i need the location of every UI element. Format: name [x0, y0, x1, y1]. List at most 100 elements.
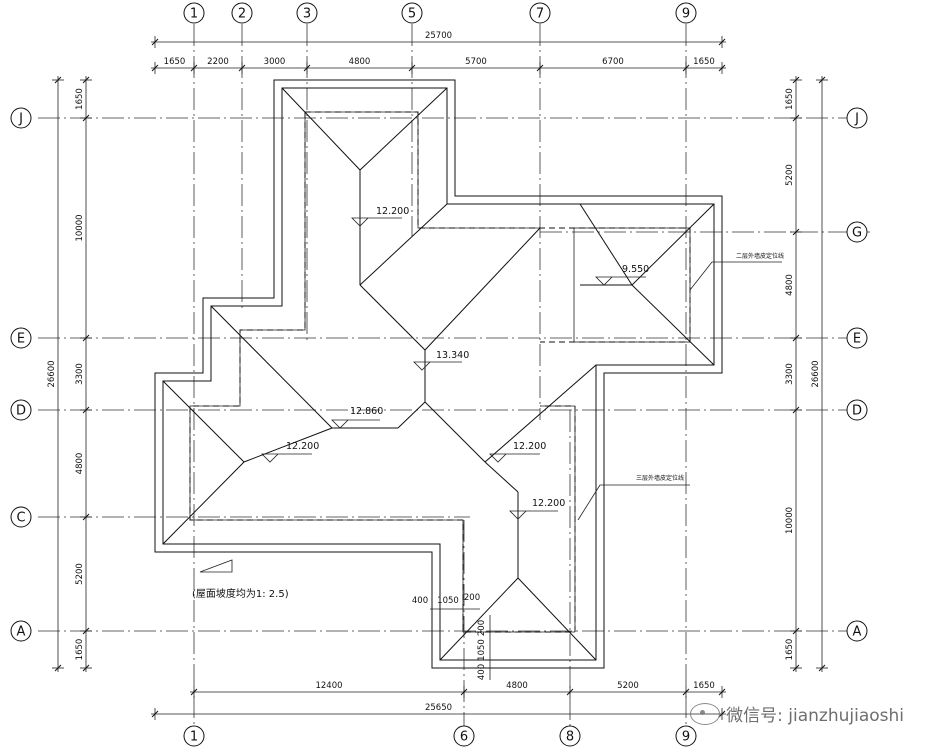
left-total-dimension: 26600 [47, 76, 64, 672]
annotation-notes: 二层外墙皮定位线 三层外墙皮定位线 (屋面坡度均为1: 2.5) [192, 252, 784, 600]
axis-bubble-right-g: G [846, 221, 868, 243]
dim-label: 1650 [75, 639, 85, 661]
dim-label: 1650 [693, 681, 715, 691]
elevation-label: 9.550 [622, 264, 649, 275]
axis-label: D [16, 404, 26, 419]
dim-label: 1650 [693, 57, 715, 67]
axis-label: J [854, 112, 859, 127]
dim-label: 10000 [785, 507, 795, 534]
axis-label: E [17, 332, 25, 347]
left-dimension-chain: 1650 10000 3300 4800 5200 1650 [75, 76, 92, 672]
elevation-label: 12.200 [286, 441, 319, 452]
detail-dim: 200 [477, 620, 487, 636]
axis-bubble-top-2: 2 [231, 2, 253, 24]
axis-bubble-bottom-8: 8 [559, 725, 581, 747]
elevation-label: 12.200 [513, 441, 546, 452]
right-dimension-chain: 1650 5200 4800 3300 10000 1650 [785, 76, 802, 672]
bottom-total-dimension: 25650 [151, 703, 726, 720]
axis-bubble-top-1: 1 [183, 2, 205, 24]
axis-label: C [16, 511, 25, 526]
right-total-dimension: 26600 [811, 76, 828, 672]
axis-bubble-right-a: A [846, 620, 868, 642]
dim-label: 26600 [811, 360, 821, 387]
elevation-label: 12.200 [376, 206, 409, 217]
axis-bubble-bottom-9: 9 [675, 725, 697, 747]
axis-label: 9 [682, 7, 690, 22]
axis-label: A [853, 625, 862, 640]
axis-bubble-top-5: 5 [401, 2, 423, 24]
detail-dim: 400 [477, 664, 487, 680]
detail-dim: 1050 [477, 639, 487, 661]
axis-label: 7 [536, 7, 544, 22]
dim-label: 3000 [264, 57, 286, 67]
dim-label: 4800 [785, 274, 795, 296]
dim-label: 25650 [425, 703, 452, 713]
axis-label: E [853, 332, 861, 347]
axis-label: G [852, 226, 862, 241]
axis-bubble-left-c: C [10, 506, 32, 528]
wall-position-lines [189, 111, 691, 633]
top-dimension-chain: 1650 2200 3000 4800 5700 6700 1650 [151, 57, 726, 74]
detail-dim: 400 [412, 596, 428, 606]
dim-label: 3300 [75, 363, 85, 385]
axis-label: 2 [238, 7, 246, 22]
axis-bubble-top-3: 3 [296, 2, 318, 24]
dim-label: 3300 [785, 363, 795, 385]
axis-label: J [18, 112, 23, 127]
dim-label: 4800 [506, 681, 528, 691]
roof-ridges [162, 87, 715, 661]
dim-label: 10000 [75, 214, 85, 241]
dimension-lines: 25700 1650 2200 3000 4800 5700 6700 1650 12400 48… [47, 31, 828, 720]
dim-label: 1650 [75, 88, 85, 110]
axis-bubble-bottom-1: 1 [183, 725, 205, 747]
axis-bubble-bottom-6: 6 [453, 725, 475, 747]
axis-bubble-left-d: D [10, 399, 32, 421]
lower-wall-note: 三层外墙皮定位线 [636, 474, 684, 482]
axis-grid-lines [38, 24, 870, 728]
axis-bubble-right-j: J [846, 107, 868, 129]
elevation-label: 13.340 [436, 350, 469, 361]
dim-label: 5200 [785, 164, 795, 186]
dim-label: 26600 [47, 360, 57, 387]
elevation-label: 12.860 [350, 406, 383, 417]
dim-label: 12400 [315, 681, 342, 691]
top-total-dimension: 25700 [151, 31, 726, 48]
detail-dim: 1050 [437, 596, 459, 606]
dim-label: 1650 [164, 57, 186, 67]
axis-bubble-left-a: A [10, 620, 32, 642]
dim-label: 2200 [207, 57, 229, 67]
axis-bubble-top-7: 7 [529, 2, 551, 24]
axis-label: A [17, 625, 26, 640]
detail-dim: 200 [464, 593, 480, 603]
dim-label: 5200 [75, 563, 85, 585]
axis-label: 3 [303, 7, 311, 22]
dim-label: 1650 [785, 88, 795, 110]
axis-label: 8 [566, 730, 574, 745]
wechat-icon [690, 702, 721, 725]
watermark-text: 微信号: jianzhujiaoshi [726, 706, 904, 726]
upper-wall-note: 二层外墙皮定位线 [736, 252, 784, 260]
dim-label: 5700 [465, 57, 487, 67]
elevation-markers: 12.200 9.550 13.340 12.860 12.200 12.200… [261, 206, 649, 520]
roof-outline [154, 79, 723, 669]
roof-slope-note: (屋面坡度均为1: 2.5) [192, 587, 289, 600]
axis-label: 1 [190, 730, 198, 745]
axis-label: D [852, 404, 862, 419]
elevation-label: 12.200 [532, 498, 565, 509]
axis-bubble-left-e: E [10, 327, 32, 349]
axis-label: 5 [408, 7, 416, 22]
axis-bubble-right-e: E [846, 327, 868, 349]
dim-label: 1650 [785, 639, 795, 661]
dim-label: 4800 [75, 453, 85, 475]
dim-label: 25700 [425, 31, 452, 41]
axis-label: 6 [460, 730, 468, 745]
watermark: 微信号: jianzhujiaoshi [690, 701, 904, 726]
dim-label: 6700 [602, 57, 624, 67]
axis-label: 9 [682, 730, 690, 745]
detail-dimensions: 400 1050 200 200 1050 400 [412, 593, 491, 680]
dim-label: 4800 [349, 57, 371, 67]
axis-bubble-top-9: 9 [675, 2, 697, 24]
